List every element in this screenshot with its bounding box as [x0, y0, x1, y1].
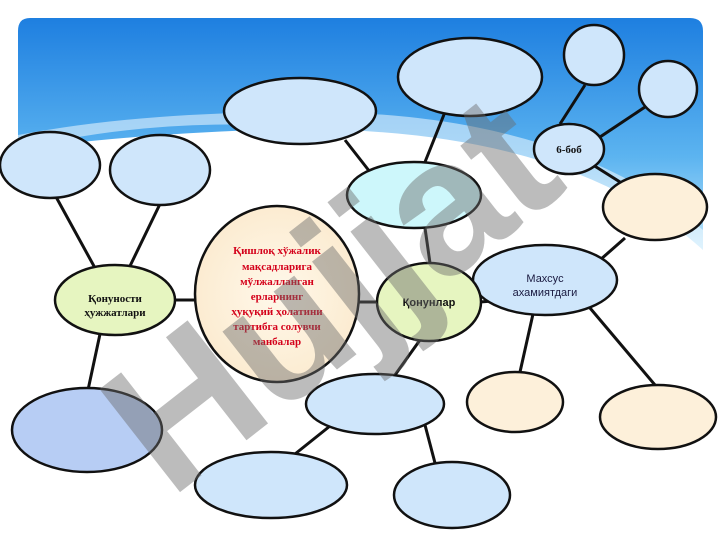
empty-node	[304, 372, 446, 436]
center-node: Қишлоқ хўжалик мақсадларига мўлжалланган…	[193, 204, 361, 384]
special-node-line: ахамиятдаги	[513, 287, 578, 299]
chapter-node: 6-боб	[532, 122, 606, 176]
empty-node	[601, 172, 709, 242]
center-line: Қишлоқ хўжалик	[233, 245, 321, 257]
empty-node	[0, 130, 102, 200]
center-line: манбалар	[253, 336, 301, 348]
empty-node	[222, 76, 378, 146]
connector-lines	[53, 84, 657, 464]
empty-node	[396, 36, 544, 118]
special-node: Махсус ахамиятдаги	[471, 243, 619, 317]
empty-node	[345, 160, 483, 230]
sky-highlight	[18, 111, 703, 250]
empty-node	[392, 460, 512, 530]
center-line: тартибга солувчи	[233, 321, 321, 333]
center-line: ерларнинг	[251, 291, 304, 303]
right-node-label: Қонунлар	[403, 297, 456, 309]
center-line: мақсадларига	[242, 261, 312, 273]
empty-node	[193, 450, 349, 520]
center-line: мўлжалланган	[240, 276, 314, 288]
empty-node	[108, 133, 212, 207]
empty-node	[637, 59, 699, 119]
left-node: Қонуности ҳужжатлари	[53, 263, 177, 337]
center-line: ҳуқуқий ҳолатини	[231, 306, 323, 318]
left-node-line: ҳужжатлари	[84, 307, 146, 319]
special-node-line: Махсус	[526, 273, 564, 285]
empty-node	[598, 383, 718, 451]
right-node: Қонунлар	[375, 261, 483, 343]
empty-node	[562, 23, 626, 87]
empty-node	[10, 386, 164, 474]
chapter-node-label: 6-боб	[556, 144, 582, 156]
empty-node	[465, 370, 565, 434]
left-node-line: Қонуности	[88, 293, 142, 305]
